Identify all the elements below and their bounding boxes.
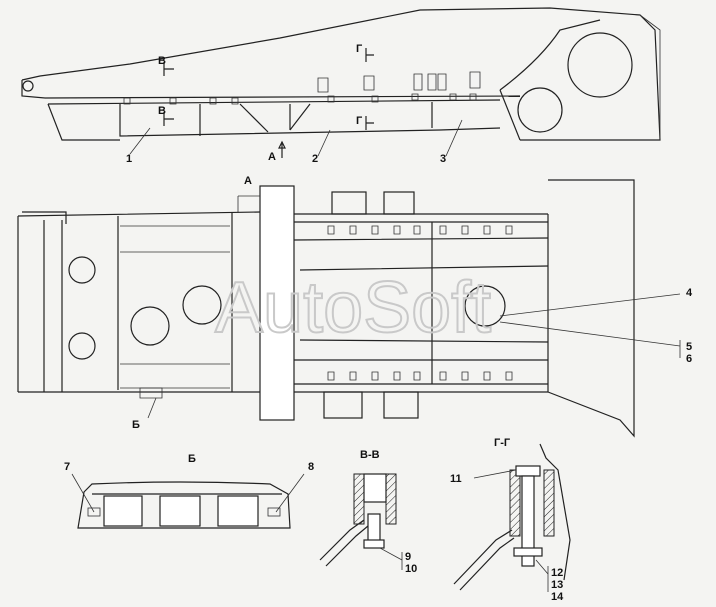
side-view: [21, 7, 661, 158]
callout-4: 4: [686, 287, 693, 299]
view-title-gg: Г-Г: [494, 437, 511, 449]
callout-1: 1: [126, 153, 132, 165]
bolt-row-plan: [139, 225, 513, 399]
section-mark-g-bottom: Г: [356, 115, 363, 127]
view-mark-a-arrow: А: [268, 151, 276, 163]
callout-8: 8: [308, 461, 314, 473]
callout-12: 12: [551, 567, 563, 579]
callout-10: 10: [405, 563, 417, 575]
detail-b: [71, 473, 305, 529]
callout-3: 3: [440, 153, 446, 165]
callout-7: 7: [64, 461, 70, 473]
callout-9: 9: [405, 551, 411, 563]
callout-2: 2: [312, 153, 318, 165]
section-mark-g-top: Г: [356, 43, 363, 55]
watermark-text: AutoSoft: [215, 268, 491, 348]
section-mark-v-top: В: [158, 55, 166, 67]
section-vv: [319, 473, 403, 570]
section-gg: [453, 443, 571, 592]
bolt-group-side: [123, 71, 481, 105]
view-mark-b: Б: [132, 419, 140, 431]
callout-13: 13: [551, 579, 563, 591]
callout-14: 14: [551, 591, 564, 603]
callout-11: 11: [450, 473, 462, 485]
callout-6: 6: [686, 353, 692, 365]
section-mark-v-bottom: В: [158, 105, 166, 117]
plan-view: [17, 179, 681, 438]
view-title-b: Б: [188, 453, 196, 465]
callout-5: 5: [686, 341, 692, 353]
view-title-vv: В-В: [360, 449, 380, 461]
view-title-a: А: [244, 175, 252, 187]
